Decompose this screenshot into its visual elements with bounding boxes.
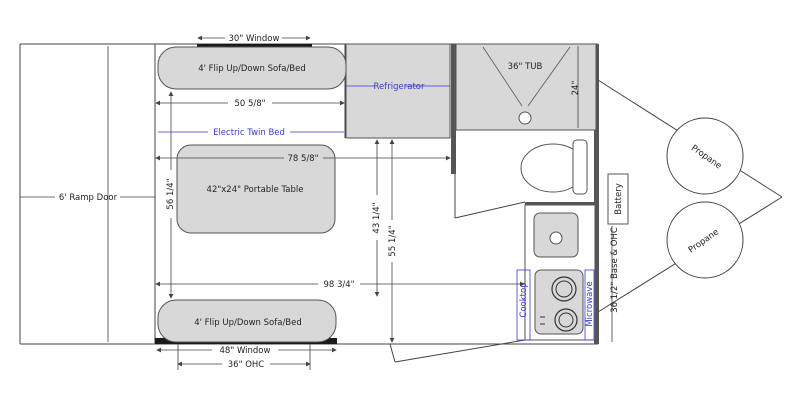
cooktop-label: Cooktop [519, 282, 529, 317]
battery-box [607, 173, 629, 225]
base-ohc-label: 36 1/2" Base & OHC [610, 227, 620, 313]
ramp-door-label: 6' Ramp Door [59, 193, 118, 203]
dim-55-label: 55 1/4" [388, 225, 398, 256]
table-shape [176, 144, 336, 234]
dim-78-label: 78 5/8" [287, 154, 318, 164]
table-label: 42"x24" Portable Table [207, 185, 304, 195]
refrigerator-label: Refrigerator [374, 82, 425, 92]
propane-tank-2 [666, 201, 744, 279]
propane-tank-1 [666, 117, 744, 195]
bath-wall-left [451, 44, 456, 174]
sofa-bottom-label: 4' Flip Up/Down Sofa/Bed [194, 318, 302, 328]
burner-4 [558, 312, 574, 328]
burner-1 [551, 276, 577, 302]
bath-wall-bottom [525, 202, 595, 206]
microwave-label: Microwave [585, 281, 595, 326]
microwave-label-box [584, 269, 595, 341]
sink-drain [549, 231, 563, 245]
dim-50-label: 50 5/8" [234, 99, 265, 109]
tub-detail [482, 46, 571, 125]
burner-3 [554, 308, 578, 332]
window-bottom-label: 48" Window [220, 346, 271, 356]
refrigerator-shape [345, 43, 451, 139]
sofa-bottom-shape [157, 299, 337, 343]
dim-24-label: 24" [571, 81, 581, 96]
ohc-bottom-label: 36" OHC [228, 360, 265, 370]
electric-bed-label: Electric Twin Bed [213, 128, 285, 138]
toilet-shape [520, 139, 588, 195]
dim-43-label: 43 1/4" [372, 202, 382, 233]
battery-label: Battery [614, 183, 624, 214]
sofa-top-label: 4' Flip Up/Down Sofa/Bed [198, 64, 306, 74]
bath-wall-right [594, 44, 599, 344]
dim-56-label: 56 1/4" [166, 178, 176, 209]
tub-label: 36" TUB [508, 62, 543, 72]
dim-98-label: 98 3/4" [323, 280, 354, 290]
cooktop-label-box [516, 269, 531, 341]
burner-2 [555, 280, 573, 298]
window-top-label: 30" Window [229, 34, 280, 44]
dimension-lines [20, 35, 613, 370]
